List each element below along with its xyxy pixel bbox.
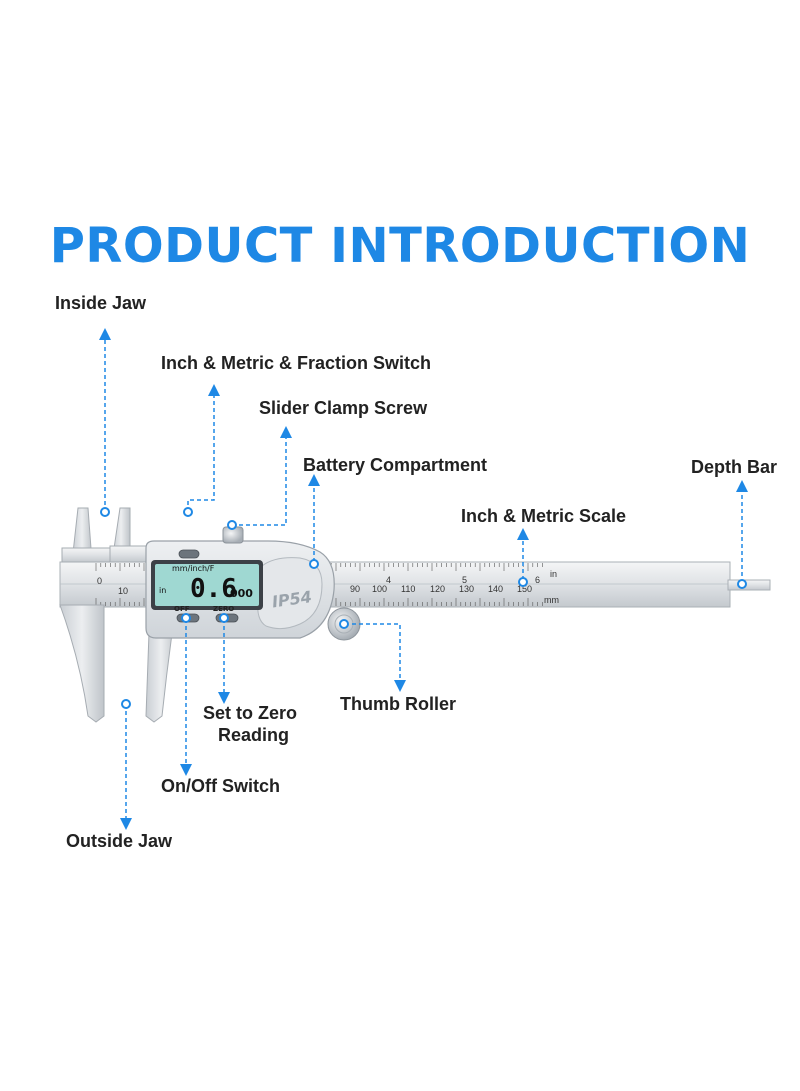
label-set-to-zero: Set to Zero — [203, 703, 298, 723]
label-outside-jaw: Outside Jaw — [66, 831, 173, 851]
leader-thumb-roller — [352, 623, 406, 692]
lcd-reading-small: 000 — [230, 587, 253, 600]
battery-cover — [257, 557, 323, 630]
label-battery-compartment: Battery Compartment — [303, 455, 488, 475]
inch-unit-label: in — [550, 569, 557, 579]
lcd-screen — [155, 564, 259, 606]
zero-button-label: ZERO — [213, 605, 234, 613]
label-slider-clamp-screw: Slider Clamp Screw — [259, 398, 428, 418]
inch-mark-4: 4 — [386, 575, 391, 585]
lcd-unit: in — [159, 586, 166, 595]
scale-mark-0: 0 — [97, 576, 102, 586]
scale-mark-10: 10 — [118, 586, 128, 596]
mm-mark-150: 150 — [517, 584, 532, 594]
label-reading: Reading — [218, 725, 290, 745]
label-inside-jaw: Inside Jaw — [55, 293, 147, 313]
lcd-mode-label: mm/inch/F — [172, 564, 215, 573]
callout-dots — [100, 507, 747, 709]
mm-mark-110: 110 — [401, 584, 415, 594]
mm-unit-label: mm — [544, 595, 559, 605]
mm-mark-130: 130 — [459, 584, 474, 594]
depth-bar — [727, 579, 771, 591]
unit-switch-button[interactable] — [178, 549, 200, 559]
inch-mark-5: 5 — [462, 575, 467, 585]
mm-mark-100: 100 — [372, 584, 387, 594]
label-thumb-roller: Thumb Roller — [340, 694, 456, 714]
mm-mark-90: 90 — [350, 584, 360, 594]
off-button-label: OFF — [174, 605, 190, 613]
label-fraction-switch: Inch & Metric & Fraction Switch — [161, 353, 432, 373]
label-scale: Inch & Metric Scale — [461, 506, 627, 526]
page-title: PRODUCT INTRODUCTION — [49, 218, 751, 274]
fixed-outside-jaw — [59, 604, 105, 723]
leader-clamp-screw — [232, 426, 292, 526]
label-onoff-switch: On/Off Switch — [161, 776, 280, 796]
label-depth-bar: Depth Bar — [691, 457, 778, 477]
lcd-reading-main: 0.6 — [190, 574, 237, 604]
mm-mark-140: 140 — [488, 584, 503, 594]
mm-mark-120: 120 — [430, 584, 445, 594]
leader-fraction-switch — [187, 384, 220, 512]
inch-mark-6: 6 — [535, 575, 540, 585]
